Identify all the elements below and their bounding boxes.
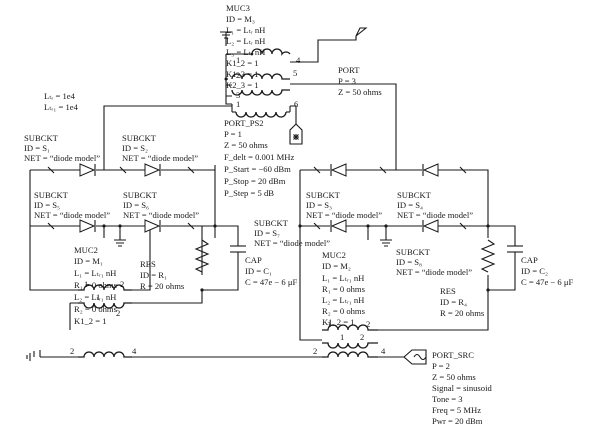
- pin-label: 2: [313, 346, 317, 356]
- transformer-muc3: [224, 48, 291, 118]
- pin-label: 4: [381, 346, 386, 356]
- pin-label: 6: [294, 99, 299, 109]
- port-symbol-top: [355, 27, 368, 40]
- res-r1-label: RES ID = R₁ R = 20 ohms: [140, 259, 185, 291]
- subckt-s5-label: SUBCKT ID = S₅ NET = “diode model”: [34, 190, 110, 220]
- cap-c2-label: CAP ID = C₂ C = 47e − 6 μF: [521, 255, 573, 287]
- res-r4-label: RES ID = R₄ R = 20 ohms: [440, 286, 485, 318]
- pin-label: 2: [116, 308, 120, 318]
- transformer-bottom: [78, 351, 378, 358]
- port-ps2-symbol: [289, 123, 303, 145]
- transformer-muc2-left: [78, 284, 132, 309]
- pin-label: 5: [293, 68, 297, 78]
- port-src-label: PORT_SRC P = 2 Z = 50 ohms Signal = sinu…: [432, 350, 494, 426]
- subckt-s1-label: SUBCKT ID = S₁ NET = “diode model”: [24, 133, 100, 163]
- pin-label: 3: [236, 90, 240, 100]
- pin-label: 1: [96, 292, 100, 302]
- pin-label: 4: [132, 346, 137, 356]
- pin-label: 1: [236, 99, 240, 109]
- cap-c1-label: CAP ID = C₁ C = 47e − 6 μF: [245, 255, 297, 287]
- pin-label: 2: [120, 279, 124, 289]
- muc3-label: MUC3 ID = M₃ L₁ = Lₜᵣ nH L₂ = Lₜᵣ nH L₃ …: [226, 3, 268, 90]
- port-src-symbol: [403, 349, 427, 365]
- port-ps2-label: PORT_PS2 P = 1 Z = 50 ohms F_delt = 0.00…: [224, 118, 296, 198]
- pin-label: 4: [296, 55, 301, 65]
- muc2-m1-label: MUC2 ID = M₁ L₁ = Lₜᵣ₁ nH R₁ = 0 ohms L₂…: [74, 245, 119, 326]
- pin-label: 2: [236, 70, 240, 80]
- junction-dots: [102, 224, 490, 292]
- pin-label: 1: [327, 319, 331, 329]
- subckt-s2-label: SUBCKT ID = S₂ NET = “diode model”: [122, 133, 198, 163]
- pin-label: 1: [236, 55, 240, 65]
- subckt-s8-label: SUBCKT ID = S₈ NET = “diode model”: [396, 247, 472, 277]
- pin-label: 2: [366, 319, 370, 329]
- diodes: [79, 163, 439, 233]
- port-top-label: PORT P = 3 Z = 50 ohms: [338, 65, 382, 97]
- subckt-ticks: [47, 166, 467, 230]
- pin-label: 2: [360, 332, 364, 342]
- resistor-r1: [194, 239, 210, 273]
- pin-label: 1: [84, 279, 88, 289]
- muc2-m2-label: MUC2 ID = M₂ L₁ = Lₜᵣ₁ nH R₁ = 0 ohms L₂…: [322, 250, 367, 327]
- subckt-s3-label: SUBCKT ID = S₃ NET = “diode model”: [306, 190, 382, 220]
- pin-label: 1: [340, 332, 344, 342]
- ltr-parameters: Lₜᵣ = 1e4 Lₜᵣ₁ = 1e4: [44, 91, 79, 112]
- transformer-muc2-right: [322, 324, 378, 349]
- capacitor-c1: [230, 238, 246, 262]
- capacitor-c2: [507, 238, 523, 262]
- pin-label: 2: [70, 346, 74, 356]
- subckt-s6-label: SUBCKT ID = S₆ NET = “diode model”: [123, 190, 199, 220]
- pin-numbers: 1 4 5 2 3 1 6 1 2 1 2 2 4 2 4 1 2 1 2: [70, 55, 386, 356]
- subckt-s4-label: SUBCKT ID = S₄ NET = “diode model”: [397, 190, 473, 220]
- resistor-r4: [480, 239, 496, 273]
- subckt-s7-label: SUBCKT ID = S₇ NET = “diode model”: [254, 218, 330, 248]
- ground-symbols: [26, 31, 392, 361]
